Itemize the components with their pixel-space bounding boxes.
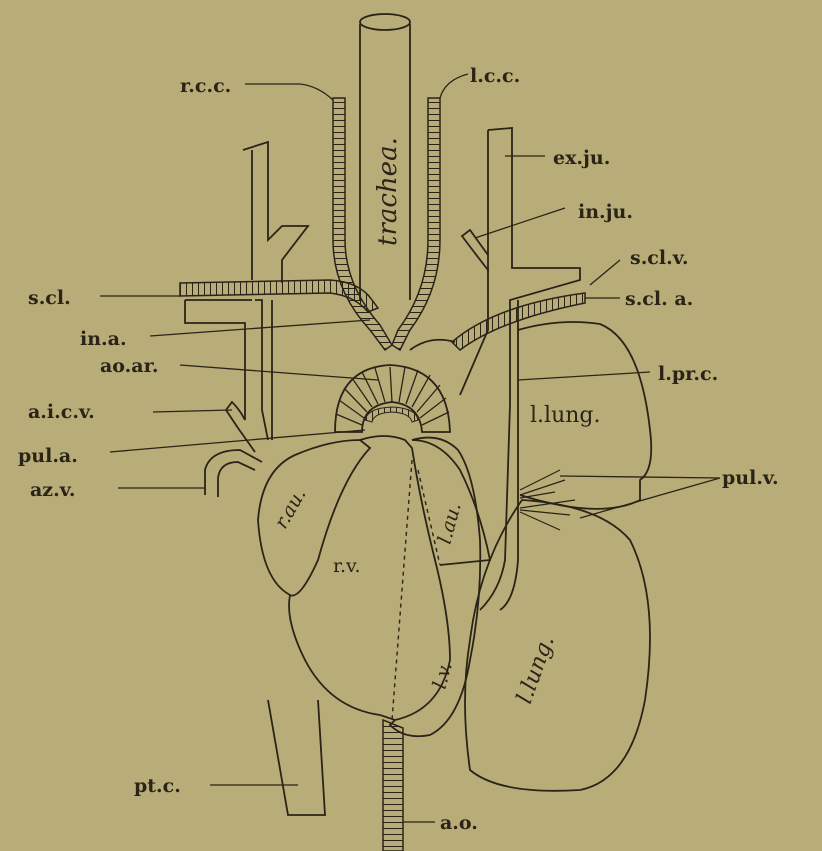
- azygos-vein: [205, 450, 262, 497]
- label-ina: in.a.: [80, 328, 127, 350]
- label-llung-lower: l.lung.: [512, 632, 560, 707]
- label-scl: s.cl.: [28, 287, 71, 309]
- label-rv: r.v.: [333, 555, 361, 577]
- postcaval-vein: [268, 700, 325, 815]
- label-trachea: trachea.: [373, 137, 403, 246]
- label-exju: ex.ju.: [553, 147, 610, 169]
- label-rau: r.au.: [270, 485, 310, 533]
- label-ptc: pt.c.: [134, 775, 181, 797]
- label-aoar: ao.ar.: [100, 355, 158, 377]
- left-jugular-veins: [460, 128, 580, 405]
- label-pulv: pul.v.: [722, 467, 779, 489]
- label-lprc: l.pr.c.: [658, 363, 718, 385]
- aortic-arch: [335, 365, 450, 432]
- label-sclv: s.cl.v.: [630, 247, 688, 269]
- label-ao: a.o.: [440, 812, 478, 834]
- label-scla: s.cl. a.: [625, 288, 693, 310]
- label-aicv: a.i.c.v.: [28, 401, 95, 423]
- right-precaval-vein: [185, 142, 308, 452]
- label-llung-upper: l.lung.: [530, 403, 600, 428]
- label-lcc: l.c.c.: [470, 65, 520, 87]
- subclavian-artery-right: [180, 280, 378, 312]
- label-lau: l.au.: [434, 500, 466, 546]
- label-rcc: r.c.c.: [180, 75, 231, 97]
- label-pula: pul.a.: [18, 445, 78, 467]
- left-precaval-vein: [480, 300, 518, 610]
- heart: [258, 436, 490, 736]
- label-azv: az.v.: [30, 479, 75, 501]
- descending-aorta: [383, 720, 403, 851]
- label-lv: l.v.: [429, 660, 457, 691]
- label-inju: in.ju.: [578, 201, 633, 223]
